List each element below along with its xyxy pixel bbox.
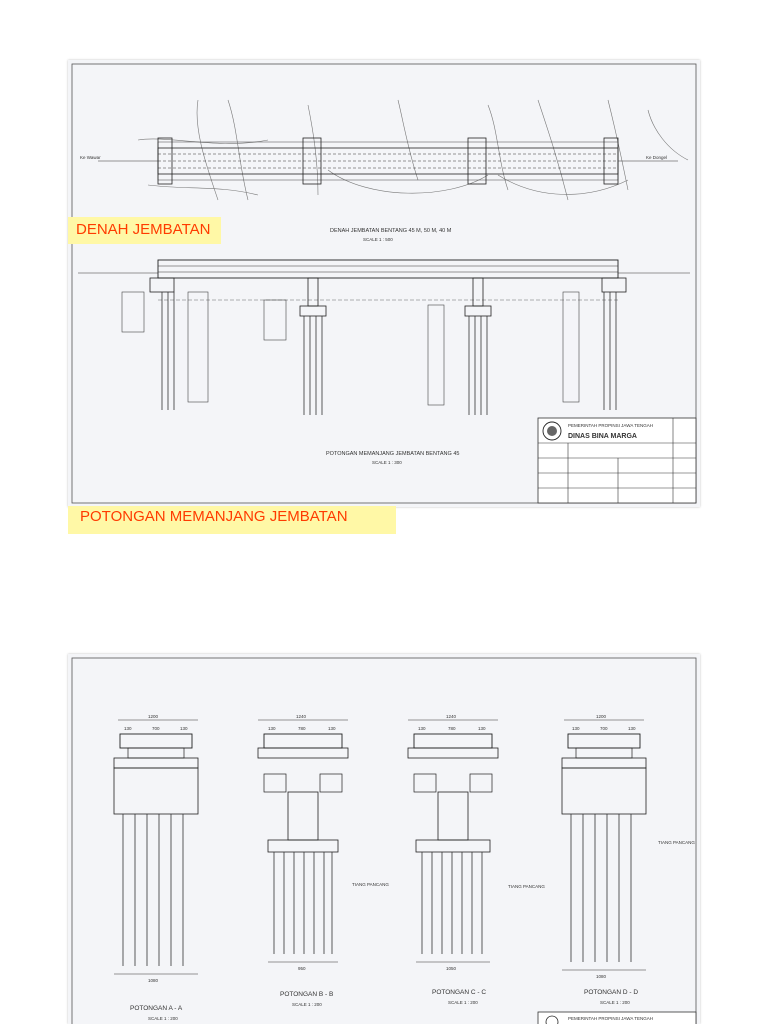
- section-d-pile-note: TIANG PANCANG: [658, 840, 695, 845]
- potongan-label: POTONGAN MEMANJANG JEMBATAN: [80, 508, 348, 525]
- section-c-dim-2: 780: [448, 726, 456, 731]
- sheet-2-title-block: [537, 1011, 697, 1024]
- section-a-title: POTONGAN A - A: [130, 1005, 183, 1012]
- section-a-drawing: [113, 719, 199, 975]
- section-b-top-width: 1240: [296, 714, 307, 719]
- section-b-dim-3: 130: [328, 726, 336, 731]
- section-b-scale: SCALE 1 : 200: [292, 1002, 322, 1007]
- section-d-title: POTONGAN D - D: [584, 989, 638, 996]
- section-c-top-width: 1240: [446, 714, 457, 719]
- right-town-label: Ke Dongel: [646, 155, 667, 160]
- title-block: [537, 417, 697, 504]
- section-b-dim-2: 780: [298, 726, 306, 731]
- section-a-top-width: 1200: [148, 714, 159, 719]
- section-a-dim-3: 130: [180, 726, 188, 731]
- section-d-base-width: 1080: [596, 974, 607, 979]
- seal-icon-2: [545, 1015, 559, 1024]
- seal-icon: [542, 421, 562, 441]
- section-d-dim-1: 130: [572, 726, 580, 731]
- section-scale: SCALE 1 : 300: [372, 460, 402, 465]
- drawing-sheet-2: 1200 130 700 130 1080 POTONGAN A - A SCA…: [68, 654, 700, 1024]
- bridge-plan: [98, 137, 678, 185]
- section-c-pile-note: TIANG PANCANG: [508, 884, 545, 889]
- potongan-label-band: POTONGAN MEMANJANG JEMBATAN: [68, 506, 396, 534]
- denah-label: DENAH JEMBATAN: [76, 221, 211, 238]
- section-c-scale: SCALE 1 : 200: [448, 1000, 478, 1005]
- section-d-top-width: 1200: [596, 714, 607, 719]
- section-c-dim-3: 130: [478, 726, 486, 731]
- section-a-dim-1: 130: [124, 726, 132, 731]
- sheet-2-agency-small: PEMERINTAH PROPINSI JAWA TENGAH: [568, 1016, 653, 1021]
- left-town-label: Ke Wawar: [80, 155, 101, 160]
- section-d-dim-3: 130: [628, 726, 636, 731]
- section-b-drawing: [257, 719, 349, 963]
- section-b-pile-note: TIANG PANCANG: [352, 882, 389, 887]
- title-block-agency: DINAS BINA MARGA: [568, 433, 637, 440]
- section-c-dim-1: 130: [418, 726, 426, 731]
- section-d-dim-2: 700: [600, 726, 608, 731]
- drawing-sheet-1: Ke Wawar Ke Dongel DENAH JEMBATAN BENTAN…: [68, 60, 700, 507]
- section-c-drawing: [407, 719, 499, 963]
- section-a-dim-2: 700: [152, 726, 160, 731]
- section-a-base-width: 1080: [148, 978, 159, 983]
- section-d-scale: SCALE 1 : 200: [600, 1000, 630, 1005]
- sheet-2-drawing: 1200 130 700 130 1080 POTONGAN A - A SCA…: [71, 657, 697, 1024]
- title-block-agency-small: PEMERINTAH PROPINSI JAWA TENGAH: [568, 423, 653, 428]
- plan-title: DENAH JEMBATAN BENTANG 45 M, 50 M, 40 M: [330, 228, 452, 234]
- section-b-dim-1: 130: [268, 726, 276, 731]
- plan-contours: [137, 99, 689, 201]
- section-b-base-width: 950: [298, 966, 306, 971]
- section-d-drawing: [561, 719, 647, 971]
- longitudinal-section: [78, 259, 690, 415]
- section-a-scale: SCALE 1 : 200: [148, 1016, 178, 1021]
- plan-scale: SCALE 1 : 500: [363, 237, 393, 242]
- sheet-1-drawing: Ke Wawar Ke Dongel DENAH JEMBATAN BENTAN…: [71, 63, 697, 504]
- section-c-base-width: 1050: [446, 966, 457, 971]
- denah-label-band: DENAH JEMBATAN: [68, 217, 221, 244]
- section-b-title: POTONGAN B - B: [280, 991, 333, 998]
- section-title: POTONGAN MEMANJANG JEMBATAN BENTANG 45: [326, 451, 459, 457]
- section-c-title: POTONGAN C - C: [432, 989, 486, 996]
